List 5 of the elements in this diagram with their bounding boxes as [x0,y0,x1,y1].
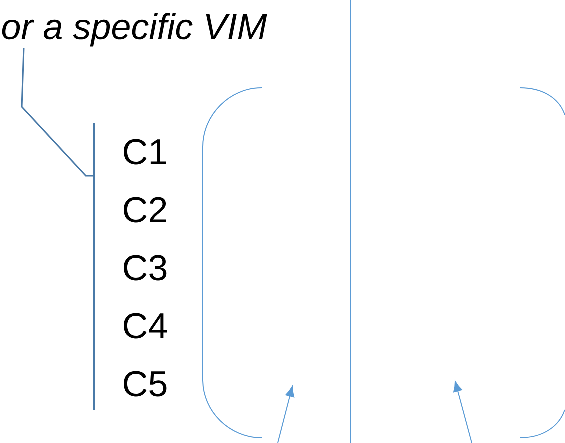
rounded-bracket [520,88,565,438]
bracketed-list: C1 C2 C3 C4 C5 [93,123,168,410]
heading-text: or a specific VIM [2,13,268,47]
rounded-bracket [202,88,262,438]
leader-line [21,48,94,177]
